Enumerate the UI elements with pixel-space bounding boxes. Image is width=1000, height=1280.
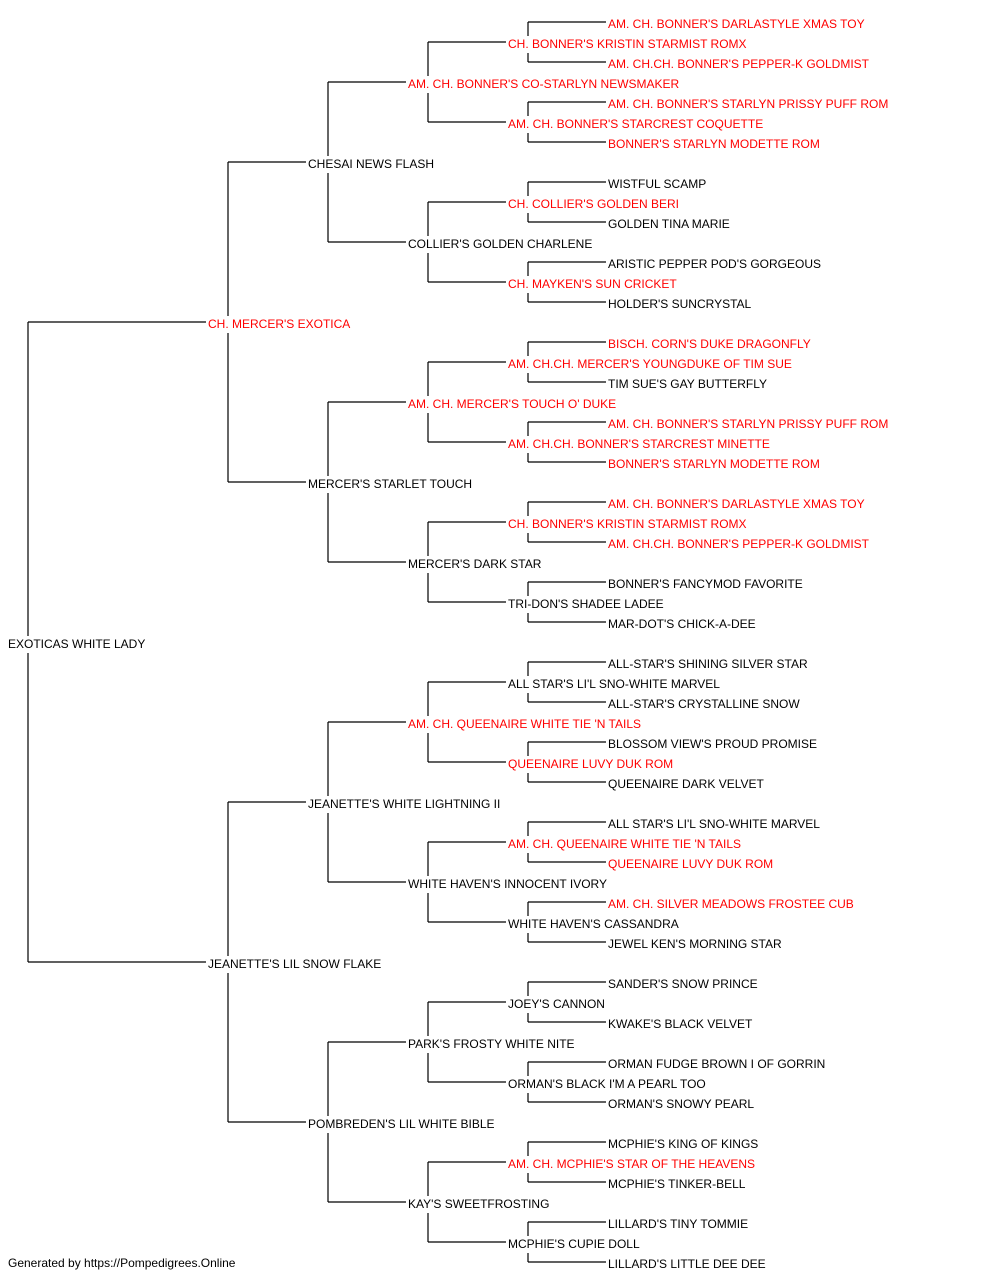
dog-name-gen2: MERCER'S STARLET TOUCH	[308, 477, 472, 491]
dog-name-gen5: MAR-DOT'S CHICK-A-DEE	[608, 617, 756, 631]
dog-name-gen5: BONNER'S FANCYMOD FAVORITE	[608, 577, 803, 591]
footer-credit: Generated by https://Pompedigrees.Online	[8, 1256, 236, 1270]
dog-name-gen4: MCPHIE'S CUPIE DOLL	[508, 1237, 640, 1251]
dog-name-gen3: AM. CH. BONNER'S CO-STARLYN NEWSMAKER	[408, 77, 680, 91]
dog-name-gen3: AM. CH. QUEENAIRE WHITE TIE 'N TAILS	[408, 717, 641, 731]
dog-name-gen5: KWAKE'S BLACK VELVET	[608, 1017, 753, 1031]
dog-name-gen3: MERCER'S DARK STAR	[408, 557, 542, 571]
dog-name-gen4: CH. BONNER'S KRISTIN STARMIST ROMX	[508, 37, 747, 51]
dog-name-gen3: PARK'S FROSTY WHITE NITE	[408, 1037, 575, 1051]
dog-name-gen2: JEANETTE'S WHITE LIGHTNING II	[308, 797, 500, 811]
dog-name-gen5: AM. CH. SILVER MEADOWS FROSTEE CUB	[608, 897, 854, 911]
dog-name-gen5: BONNER'S STARLYN MODETTE ROM	[608, 137, 820, 151]
dog-name-gen5: BISCH. CORN'S DUKE DRAGONFLY	[608, 337, 811, 351]
dog-name-gen4: AM. CH.CH. MERCER'S YOUNGDUKE OF TIM SUE	[508, 357, 792, 371]
dog-name-gen5: ORMAN FUDGE BROWN I OF GORRIN	[608, 1057, 825, 1071]
dog-name-gen4: TRI-DON'S SHADEE LADEE	[508, 597, 664, 611]
dog-name-gen3: WHITE HAVEN'S INNOCENT IVORY	[408, 877, 607, 891]
dog-name-gen4: AM. CH. QUEENAIRE WHITE TIE 'N TAILS	[508, 837, 741, 851]
dog-name-gen4: ALL STAR'S LI'L SNO-WHITE MARVEL	[508, 677, 720, 691]
dog-name-gen4: QUEENAIRE LUVY DUK ROM	[508, 757, 673, 771]
dog-name-gen5: QUEENAIRE DARK VELVET	[608, 777, 764, 791]
dog-name-gen4: CH. BONNER'S KRISTIN STARMIST ROMX	[508, 517, 747, 531]
dog-name-gen3: COLLIER'S GOLDEN CHARLENE	[408, 237, 592, 251]
dog-name-gen5: HOLDER'S SUNCRYSTAL	[608, 297, 752, 311]
dog-name-gen5: AM. CH. BONNER'S STARLYN PRISSY PUFF ROM	[608, 97, 888, 111]
dog-name-gen5: AM. CH.CH. BONNER'S PEPPER-K GOLDMIST	[608, 57, 870, 71]
dog-name-gen5: LILLARD'S LITTLE DEE DEE	[608, 1257, 766, 1271]
dog-name-gen4: AM. CH.CH. BONNER'S STARCREST MINETTE	[508, 437, 770, 451]
dog-name-gen5: MCPHIE'S KING OF KINGS	[608, 1137, 758, 1151]
dog-name-gen5: JEWEL KEN'S MORNING STAR	[608, 937, 782, 951]
dog-name-gen4: AM. CH. BONNER'S STARCREST COQUETTE	[508, 117, 763, 131]
dog-name-gen3: KAY'S SWEETFROSTING	[408, 1197, 549, 1211]
dog-name-gen5: AM. CH. BONNER'S DARLASTYLE XMAS TOY	[608, 17, 865, 31]
dog-name-gen2: POMBREDEN'S LIL WHITE BIBLE	[308, 1117, 495, 1131]
dog-name-gen5: TIM SUE'S GAY BUTTERFLY	[608, 377, 767, 391]
dog-name-gen4: AM. CH. MCPHIE'S STAR OF THE HEAVENS	[508, 1157, 755, 1171]
dog-name-gen5: AM. CH.CH. BONNER'S PEPPER-K GOLDMIST	[608, 537, 870, 551]
dog-name-gen5: BONNER'S STARLYN MODETTE ROM	[608, 457, 820, 471]
dog-name-gen5: LILLARD'S TINY TOMMIE	[608, 1217, 748, 1231]
dog-name-gen4: CH. MAYKEN'S SUN CRICKET	[508, 277, 677, 291]
dog-name-gen5: AM. CH. BONNER'S DARLASTYLE XMAS TOY	[608, 497, 865, 511]
dog-name-gen4: WHITE HAVEN'S CASSANDRA	[508, 917, 679, 931]
dog-name-gen3: AM. CH. MERCER'S TOUCH O' DUKE	[408, 397, 616, 411]
dog-name-gen1: JEANETTE'S LIL SNOW FLAKE	[208, 957, 381, 971]
dog-name-gen2: CHESAI NEWS FLASH	[308, 157, 434, 171]
dog-name-gen5: MCPHIE'S TINKER-BELL	[608, 1177, 746, 1191]
dog-name-gen5: QUEENAIRE LUVY DUK ROM	[608, 857, 773, 871]
dog-name-gen5: BLOSSOM VIEW'S PROUD PROMISE	[608, 737, 817, 751]
dog-name-gen1: CH. MERCER'S EXOTICA	[208, 317, 350, 331]
dog-name-gen5: AM. CH. BONNER'S STARLYN PRISSY PUFF ROM	[608, 417, 888, 431]
dog-name-gen5: WISTFUL SCAMP	[608, 177, 706, 191]
pedigree-connectors	[27, 21, 606, 1263]
dog-name-gen5: SANDER'S SNOW PRINCE	[608, 977, 758, 991]
dog-name-gen4: ORMAN'S BLACK I'M A PEARL TOO	[508, 1077, 706, 1091]
dog-name-gen5: ORMAN'S SNOWY PEARL	[608, 1097, 754, 1111]
dog-name-gen5: ALL-STAR'S CRYSTALLINE SNOW	[608, 697, 800, 711]
dog-name-gen5: ALL-STAR'S SHINING SILVER STAR	[608, 657, 808, 671]
pedigree-names: EXOTICAS WHITE LADY CH. MERCER'S EXOTICA J…	[8, 17, 888, 1271]
dog-name-gen5: ALL STAR'S LI'L SNO-WHITE MARVEL	[608, 817, 820, 831]
dog-name-root: EXOTICAS WHITE LADY	[8, 637, 145, 651]
dog-name-gen4: JOEY'S CANNON	[508, 997, 605, 1011]
dog-name-gen5: GOLDEN TINA MARIE	[608, 217, 730, 231]
dog-name-gen5: ARISTIC PEPPER POD'S GORGEOUS	[608, 257, 821, 271]
dog-name-gen4: CH. COLLIER'S GOLDEN BERI	[508, 197, 679, 211]
